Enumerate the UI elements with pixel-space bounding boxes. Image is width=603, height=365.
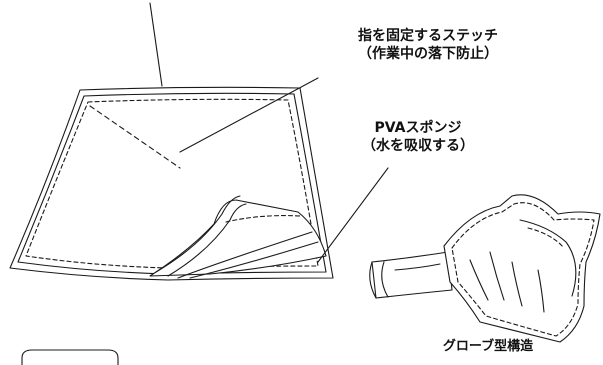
label-pva-sponge-line2: （水を吸収する） [362,138,474,154]
label-finger-stitch-line1: 指を固定するステッチ [358,28,498,44]
label-finger-stitch: 指を固定するステッチ （作業中の落下防止） [318,27,538,63]
partial-badge-box [21,349,119,365]
curled-corner-stitch [225,215,301,223]
glove-sleeve-cuff-2 [381,261,389,298]
curled-corner-edge-3 [177,231,313,279]
glove-sleeve [371,251,453,299]
glove-thumb [519,219,577,297]
glove-sleeve-cuff [369,261,377,299]
label-pva-sponge: PVAスポンジ （水を吸収する） [328,119,508,155]
sponge-cloth-inner-edge [17,92,327,275]
glove-crease-3 [511,261,523,307]
leader-line-sponge [317,167,389,263]
glove-cloth-stitch [451,202,595,337]
curled-corner-edge-4 [189,241,319,279]
finger-stitch-diagonal [89,105,181,169]
leader-line-stitch [179,77,319,153]
glove-cloth-outline [443,194,601,343]
glove-crease-1 [469,259,489,301]
curled-corner-edge-2 [167,203,247,277]
leader-line-top [149,2,163,87]
glove-crease-4 [537,269,545,313]
curled-corner-back [149,199,327,277]
glove-thumb-stitch [527,227,565,249]
label-pva-sponge-line1: PVAスポンジ [374,120,462,136]
glove-crease-2 [489,251,505,301]
label-finger-stitch-line2: （作業中の落下防止） [358,46,498,62]
curled-corner-edge [155,195,241,273]
glove-sleeve-fold [394,263,441,271]
label-glove-structure: グローブ型構造 [442,339,534,354]
